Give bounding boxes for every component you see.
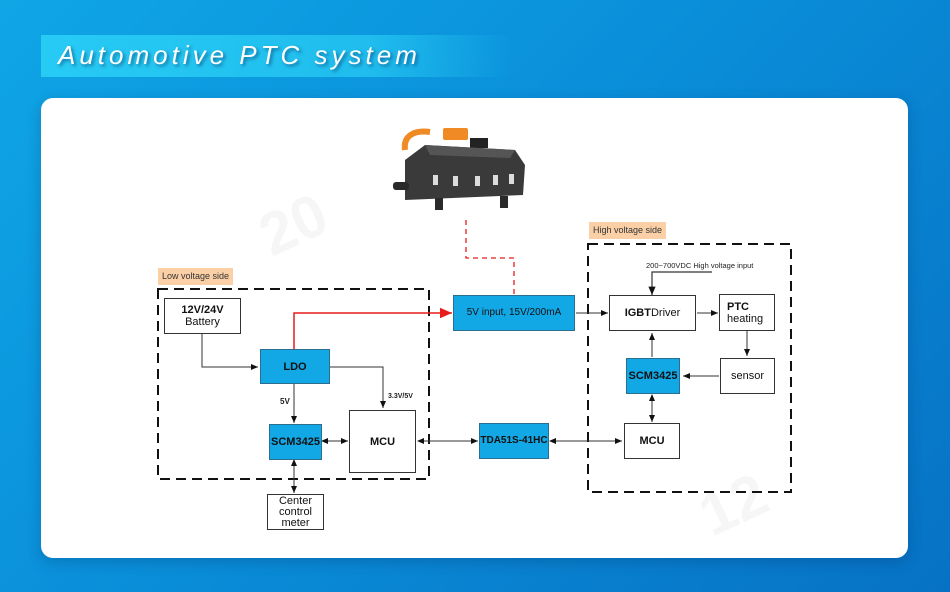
ptc-heater-image [393,128,525,210]
ldo-node: LDO [260,349,330,384]
battery-label: Battery [185,316,220,328]
tda51s-isolator-node: TDA51S-41HC [479,423,549,459]
center-control-meter-node: Center control meter [267,494,324,530]
battery-node: 12V/24V Battery [164,298,241,334]
isolated-power-node: 5V input, 15V/200mA [453,295,575,331]
center-control-line2: control [278,505,313,518]
ptc-heating-node: PTC heating [719,294,775,331]
igbt-driver-node: IGBT Driver [609,295,696,331]
battery-voltage: 12V/24V [181,304,224,316]
sensor-node: sensor [720,358,775,394]
heating-label: heating [727,312,764,325]
hv-input-label: 200~700VDC High voltage input [646,261,754,270]
ptc-label: PTC [727,300,749,313]
ldo-5v-label: 5V [280,397,290,406]
page-title: Automotive PTC system [58,40,421,70]
center-control-line3: meter [281,516,310,529]
mcu-high-node: MCU [624,423,680,459]
ldo-mcu-voltage-label: 3.3V/5V [388,393,413,400]
driver-label: Driver [650,307,681,319]
mcu-low-node: MCU [349,410,416,473]
scm3425-high-node: SCM3425 [626,358,680,394]
title-band [41,35,511,77]
scm3425-low-node: SCM3425 [269,424,322,460]
center-control-line1: Center [278,494,313,507]
low-voltage-side-tag: Low voltage side [158,268,234,285]
high-voltage-side-tag: High voltage side [589,222,667,239]
igbt-label: IGBT [624,307,651,319]
